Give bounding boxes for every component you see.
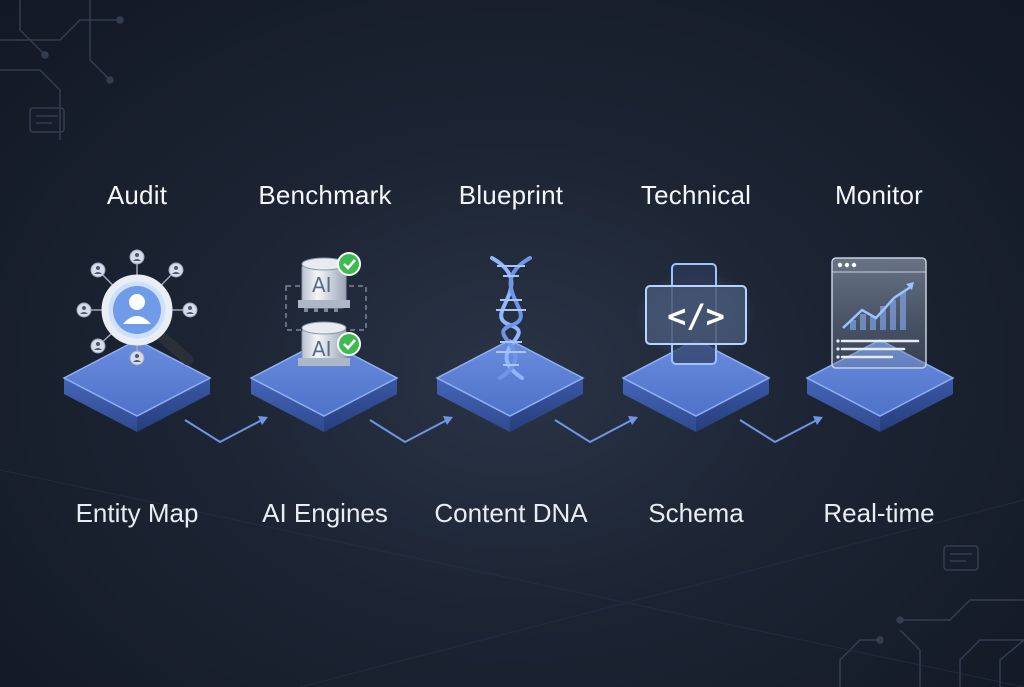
step-subtitle-content-dna: Content DNA xyxy=(434,498,588,528)
step-title-technical: Technical xyxy=(640,180,752,210)
step-subtitle-ai-engines: AI Engines xyxy=(262,498,388,528)
connector-1 xyxy=(184,416,268,444)
connector-3 xyxy=(554,416,638,444)
code-schema-icon: </> xyxy=(636,263,756,365)
platform-technical xyxy=(621,339,771,432)
chart-window-icon xyxy=(831,257,927,369)
step-subtitle-entity-map: Entity Map xyxy=(75,498,199,528)
platform-blueprint xyxy=(435,339,585,432)
ai-chip-label-top: AI xyxy=(312,273,332,297)
ai-chip-label-bottom: AI xyxy=(312,337,332,361)
circuit-decoration-bottom-right xyxy=(839,545,1024,687)
platform-benchmark xyxy=(249,339,399,432)
step-title-monitor: Monitor xyxy=(834,180,924,210)
step-title-audit: Audit xyxy=(106,180,168,210)
check-icon xyxy=(337,332,361,356)
magnifier-entity-icon xyxy=(76,249,198,366)
step-subtitle-real-time: Real-time xyxy=(823,498,935,528)
step-title-benchmark: Benchmark xyxy=(258,180,392,210)
step-title-blueprint: Blueprint xyxy=(458,180,564,210)
step-subtitle-schema: Schema xyxy=(648,498,744,528)
ai-engines-icon: AI AI xyxy=(285,252,367,366)
grid-lines xyxy=(0,469,1024,687)
check-icon xyxy=(337,252,361,276)
circuit-decoration-top-left xyxy=(0,0,124,140)
platform-audit xyxy=(62,339,212,432)
connector-2 xyxy=(369,416,453,444)
connector-4 xyxy=(739,416,823,444)
code-symbol: </> xyxy=(667,297,725,335)
dna-helix-icon xyxy=(490,256,532,380)
